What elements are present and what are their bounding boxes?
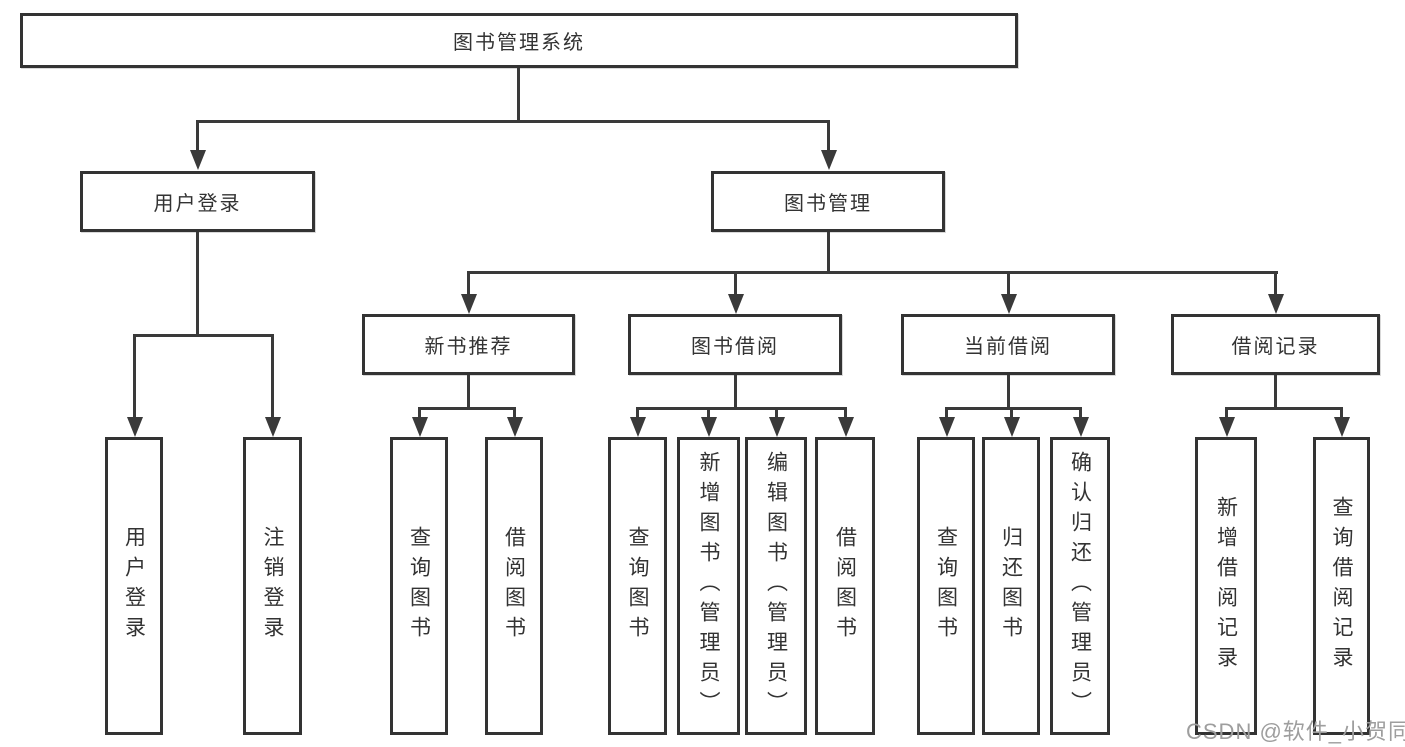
node-label: 图书管理系统 (453, 32, 585, 54)
arrow-down-icon (1007, 271, 1010, 294)
arrow-down-icon (1225, 407, 1228, 417)
arrow-down-icon (827, 120, 830, 150)
arrow-down-icon (418, 407, 421, 417)
node-book-management: 图书管理 (711, 171, 945, 232)
leaf-label: 查询图书 (407, 526, 431, 646)
leaf-query-books-current: 查询图书 (917, 437, 975, 735)
leaf-edit-books-admin: 编辑图书（管理员） (745, 437, 807, 735)
leaf-user-login: 用户登录 (105, 437, 163, 735)
connector-bookmgmt-branch (467, 271, 1278, 274)
leaf-label: 确认归还（管理员） (1068, 451, 1092, 721)
arrow-down-icon (1079, 407, 1082, 417)
connector-current-stem (1007, 375, 1010, 409)
node-label: 当前借阅 (964, 336, 1052, 358)
leaf-label: 编辑图书（管理员） (764, 451, 788, 721)
connector-borrowing-branch (636, 407, 847, 410)
leaf-logout: 注销登录 (243, 437, 302, 735)
node-new-book-recommend: 新书推荐 (362, 314, 575, 375)
connector-level2-branch (197, 120, 830, 123)
leaf-borrow-books-recommend: 借阅图书 (485, 437, 543, 735)
connector-userlogin-branch (133, 334, 274, 337)
connector-records-stem (1274, 375, 1277, 409)
leaf-label: 查询图书 (626, 526, 649, 646)
leaf-label: 用户登录 (122, 526, 146, 646)
leaf-add-borrow-record: 新增借阅记录 (1195, 437, 1257, 735)
node-label: 用户登录 (153, 193, 242, 215)
arrow-down-icon (513, 407, 516, 417)
leaf-return-books: 归还图书 (982, 437, 1040, 735)
arrow-down-icon (775, 407, 778, 417)
node-label: 新书推荐 (424, 336, 513, 358)
arrow-down-icon (196, 120, 199, 150)
leaf-label: 查询图书 (934, 526, 958, 646)
leaf-label: 查询借阅记录 (1330, 496, 1353, 676)
arrow-down-icon (1274, 271, 1277, 294)
leaf-label: 新增图书（管理员） (697, 451, 720, 721)
arrow-down-icon (467, 271, 470, 294)
leaf-query-books-recommend: 查询图书 (390, 437, 448, 735)
arrow-down-icon (271, 334, 274, 417)
node-label: 图书管理 (784, 193, 872, 215)
arrow-down-icon (734, 271, 737, 294)
leaf-label: 借阅图书 (833, 526, 857, 646)
node-library-system: 图书管理系统 (20, 13, 1018, 68)
arrow-down-icon (844, 407, 847, 417)
connector-userlogin-stem (196, 232, 199, 336)
connector-borrowing-stem (734, 375, 737, 409)
arrow-down-icon (133, 334, 136, 417)
csdn-watermark: CSDN @软件_小贺同学 (1186, 719, 1405, 744)
leaf-label: 注销登录 (261, 526, 284, 646)
leaf-confirm-return-admin: 确认归还（管理员） (1050, 437, 1110, 735)
node-user-login: 用户登录 (80, 171, 315, 232)
arrow-down-icon (1340, 407, 1343, 417)
connector-root-stem (517, 68, 520, 121)
connector-newbook-stem (467, 375, 470, 409)
arrow-down-icon (1010, 407, 1013, 417)
leaf-label: 新增借阅记录 (1214, 496, 1238, 676)
arrow-down-icon (945, 407, 948, 417)
connector-bookmgmt-stem (827, 232, 830, 273)
node-label: 借阅记录 (1231, 336, 1320, 358)
node-borrowing-records: 借阅记录 (1171, 314, 1380, 375)
leaf-query-books-borrowing: 查询图书 (608, 437, 667, 735)
node-book-borrowing: 图书借阅 (628, 314, 842, 375)
leaf-query-borrow-record: 查询借阅记录 (1313, 437, 1370, 735)
leaf-add-books-admin: 新增图书（管理员） (677, 437, 740, 735)
arrow-down-icon (707, 407, 710, 417)
connector-current-branch (945, 407, 1082, 410)
leaf-borrow-books: 借阅图书 (815, 437, 875, 735)
leaf-label: 借阅图书 (502, 526, 526, 646)
node-label: 图书借阅 (691, 336, 779, 358)
connector-records-branch (1225, 407, 1343, 410)
connector-newbook-branch (418, 407, 516, 410)
arrow-down-icon (636, 407, 639, 417)
node-current-borrowing: 当前借阅 (901, 314, 1115, 375)
leaf-label: 归还图书 (999, 526, 1023, 646)
